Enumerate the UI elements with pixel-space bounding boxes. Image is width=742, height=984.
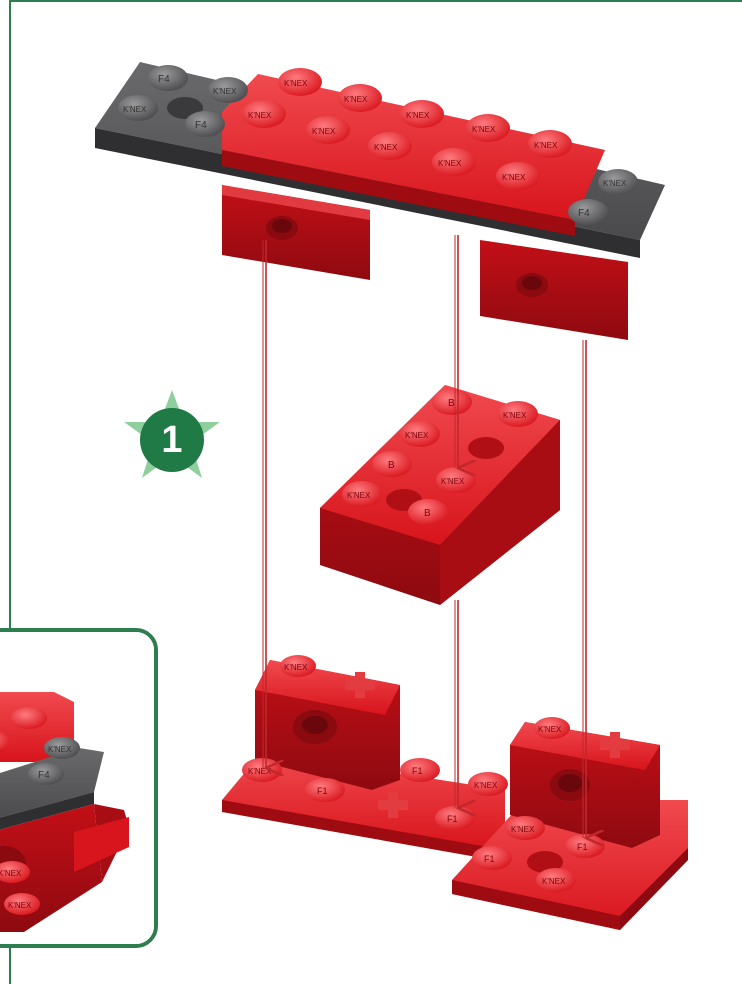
result-preview-illustration: K'NEX F4 K'NEX K'NEX (0, 632, 154, 944)
svg-text:F1: F1 (447, 814, 458, 824)
assembly-arrows (262, 235, 586, 838)
frame-left-border (9, 0, 11, 630)
svg-text:K'NEX: K'NEX (347, 491, 371, 500)
svg-text:B: B (448, 398, 455, 409)
frame-left-border-lower (9, 942, 11, 984)
top-assembly: F4 K'NEX K'NEX F4 K'NEX F4 K'NEX K'NEX K… (95, 62, 665, 340)
step-badge: 1 (120, 388, 224, 492)
svg-text:K'NEX: K'NEX (438, 159, 462, 168)
svg-text:B: B (424, 508, 431, 519)
svg-text:K'NEX: K'NEX (474, 781, 498, 790)
svg-text:K'NEX: K'NEX (441, 477, 465, 486)
svg-text:K'NEX: K'NEX (248, 767, 272, 776)
svg-text:K'NEX: K'NEX (503, 411, 527, 420)
stud-grey-6: F4 (568, 199, 608, 225)
top-connector-block-right (480, 240, 628, 340)
middle-brick: B K'NEX K'NEX B K'NEX K'NEX B (320, 385, 560, 605)
svg-text:K'NEX: K'NEX (511, 825, 535, 834)
bottom-connector-block-right: K'NEX (510, 717, 660, 848)
middle-brick-studs: B K'NEX K'NEX B K'NEX K'NEX B (342, 389, 538, 525)
svg-text:F1: F1 (412, 766, 423, 776)
result-preview-inset: K'NEX F4 K'NEX K'NEX (0, 628, 158, 948)
top-connector-block-left (222, 185, 370, 280)
stud-grey-2: K'NEX (208, 77, 248, 103)
stud-label: F4 (578, 208, 590, 219)
svg-text:K'NEX: K'NEX (284, 663, 308, 672)
stud-label: K'NEX (603, 179, 627, 188)
red-studs-top: K'NEX K'NEX K'NEX K'NEX K'NEX K'NEX K'NE… (242, 68, 572, 190)
stud-grey-3: K'NEX (118, 95, 158, 121)
svg-text:K'NEX: K'NEX (502, 173, 526, 182)
svg-text:K'NEX: K'NEX (538, 725, 562, 734)
svg-text:K'NEX: K'NEX (248, 111, 272, 120)
stud-label: F4 (195, 120, 207, 131)
stud-grey-5: K'NEX (598, 169, 638, 195)
bottom-connector-block-left: K'NEX (255, 655, 400, 790)
svg-text:K'NEX: K'NEX (472, 125, 496, 134)
stud-label: F4 (158, 74, 170, 85)
stud-label: K'NEX (213, 87, 237, 96)
svg-text:K'NEX: K'NEX (312, 127, 336, 136)
svg-text:K'NEX: K'NEX (374, 143, 398, 152)
svg-text:F1: F1 (484, 854, 495, 864)
svg-text:K'NEX: K'NEX (405, 431, 429, 440)
svg-text:K'NEX: K'NEX (48, 745, 72, 754)
bottom-base: K'NEX K'NEX K'NEX F1 F1 K'NEX F1 K'NE (222, 655, 688, 930)
step-number: 1 (161, 418, 183, 461)
frame-top-border (10, 0, 742, 2)
svg-text:K'NEX: K'NEX (542, 877, 566, 886)
svg-text:B: B (388, 460, 395, 471)
svg-text:F1: F1 (317, 786, 328, 796)
svg-text:F1: F1 (577, 842, 588, 852)
stud-grey-4: F4 (185, 111, 225, 137)
stud-grey-1: F4 (148, 65, 188, 91)
grey-studs: F4 K'NEX K'NEX F4 K'NEX F4 (118, 65, 638, 225)
svg-text:K'NEX: K'NEX (344, 95, 368, 104)
svg-text:K'NEX: K'NEX (0, 869, 22, 878)
svg-text:K'NEX: K'NEX (406, 111, 430, 120)
svg-text:F4: F4 (38, 770, 50, 781)
svg-text:K'NEX: K'NEX (284, 79, 308, 88)
badge-circle (140, 408, 204, 472)
svg-text:K'NEX: K'NEX (534, 141, 558, 150)
stud-label: K'NEX (123, 105, 147, 114)
svg-text:K'NEX: K'NEX (8, 901, 32, 910)
